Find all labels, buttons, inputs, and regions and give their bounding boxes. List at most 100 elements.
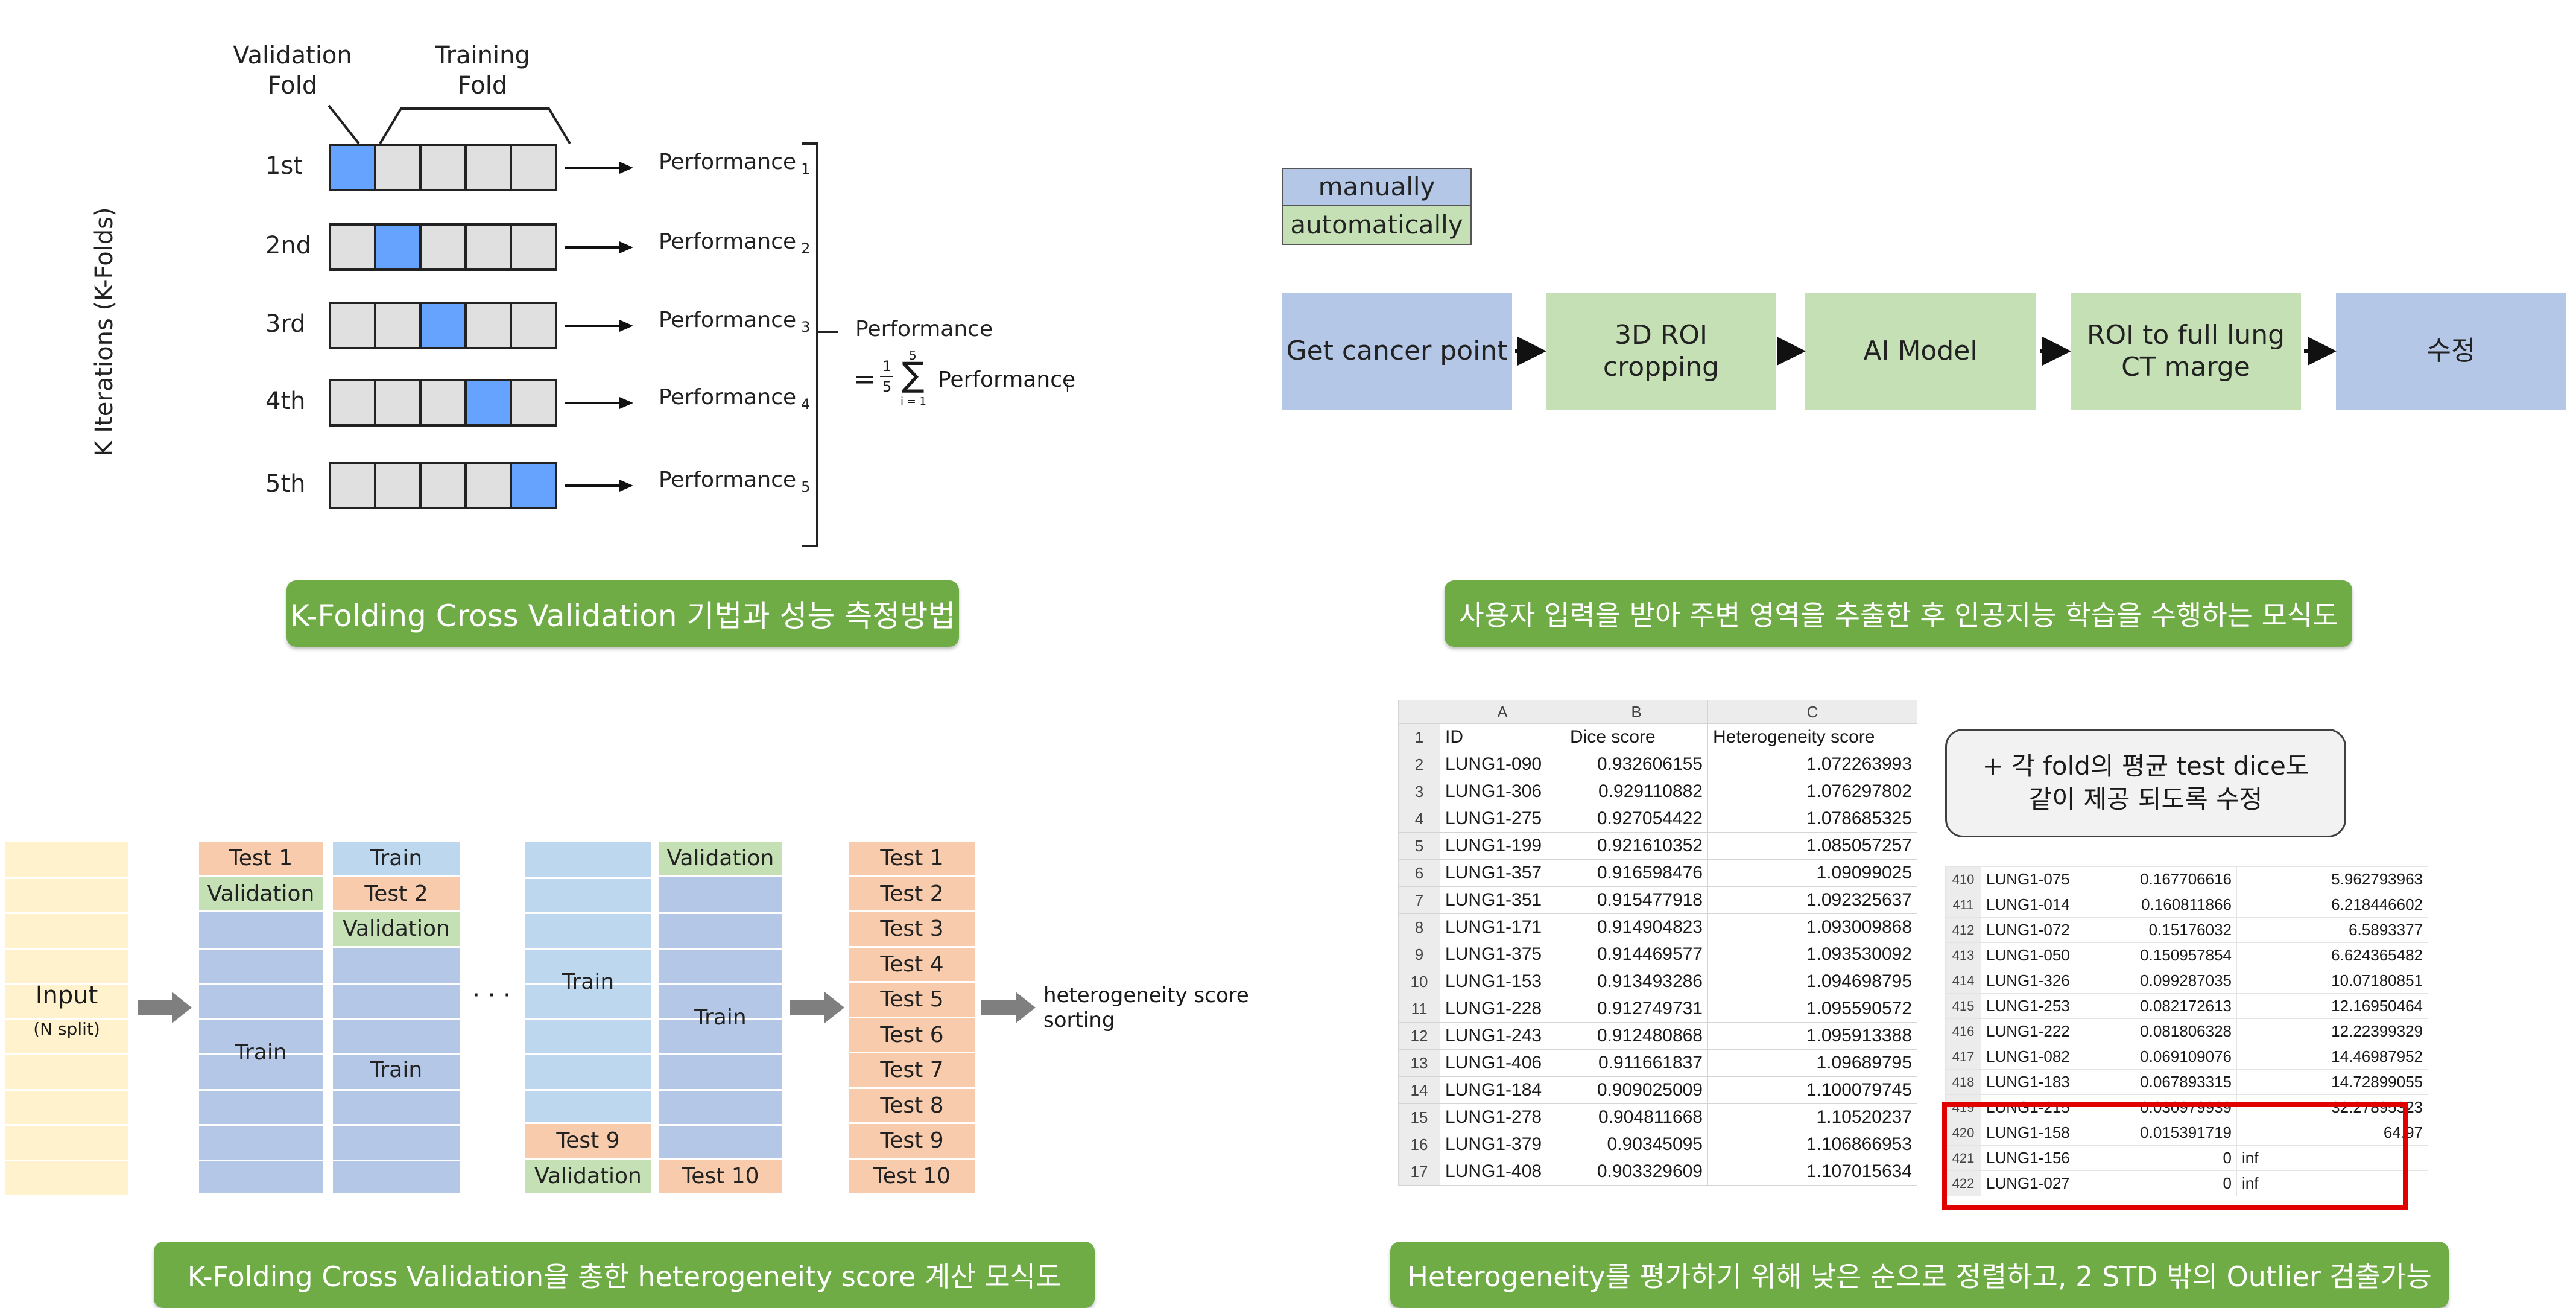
kfold-caption: K-Folding Cross Validation 기법과 성능 측정방법 [286, 580, 959, 647]
iteration-arrow [565, 480, 633, 492]
table-cell: 0.911661837 [1565, 1049, 1708, 1077]
table-cell: LUNG1-406 [1440, 1049, 1565, 1077]
table-cell: 1.078685325 [1707, 805, 1917, 833]
train-cell: Train [333, 947, 460, 1195]
table-cell: 0.915477918 [1565, 886, 1708, 914]
cell-label: Train [235, 1040, 287, 1065]
validation-fold-cell [510, 462, 557, 509]
table-cell: 1.093530092 [1707, 941, 1917, 968]
table-cell: 12.16950464 [2236, 993, 2428, 1019]
input-row-divider [5, 912, 128, 914]
training-fold-cell [510, 223, 557, 271]
row-number: 413 [1945, 942, 1981, 968]
row-divider [659, 1053, 782, 1055]
training-fold-cell [419, 379, 467, 427]
cell-label: Train [694, 1005, 747, 1030]
table-cell: 12.22399329 [2236, 1018, 2428, 1044]
input-label: Input [35, 982, 98, 1009]
row-divider [199, 1018, 323, 1020]
training-fold-cell [374, 302, 422, 349]
table-cell: 0.030979939 [2106, 1094, 2237, 1120]
table-cell: 0.90345095 [1565, 1131, 1708, 1158]
table-cell: LUNG1-184 [1440, 1076, 1565, 1104]
row-number: 417 [1945, 1044, 1981, 1070]
table-cell: LUNG1-215 [1981, 1094, 2106, 1120]
training-fold-cell [374, 462, 422, 509]
step-modify: 수정 [2336, 293, 2566, 410]
note-box: + 각 fold의 평균 test dice도 같이 제공 되도록 수정 [1945, 729, 2346, 837]
validation-cell: Validation [333, 912, 460, 948]
iteration-arrow [565, 162, 633, 174]
row-divider [333, 1088, 460, 1091]
table-cell: 6.5893377 [2236, 917, 2428, 943]
row-divider [199, 1124, 323, 1126]
table-cell: LUNG1-075 [1981, 866, 2106, 892]
iteration-arrow [565, 320, 633, 332]
iteration-label: 1st [265, 152, 303, 180]
input-row-divider [5, 1088, 128, 1091]
table-cell: 1.100079745 [1707, 1076, 1917, 1104]
table-cell: 0.081806328 [2106, 1018, 2237, 1044]
row-number: 411 [1945, 892, 1981, 918]
flow-caption: 사용자 입력을 받아 주변 영역을 추출한 후 인공지능 학습을 수행하는 모식… [1445, 580, 2352, 647]
table-cell: LUNG1-408 [1440, 1158, 1565, 1186]
table-cell: 0.927054422 [1565, 805, 1708, 833]
step-ai-model: AI Model [1805, 293, 2036, 410]
validation-cell: Validation [199, 877, 323, 912]
input-row-divider [5, 1124, 128, 1126]
validation-cell: Validation [525, 1159, 651, 1195]
row-divider [525, 877, 651, 879]
formula-sigma-top: 5 [909, 348, 917, 363]
input-row-divider [5, 1053, 128, 1055]
table-cell: LUNG1-072 [1981, 917, 2106, 943]
validation-fold-cell [374, 223, 422, 271]
table-cell: LUNG1-090 [1440, 751, 1565, 778]
training-fold-label: Training Fold [435, 42, 530, 100]
validation-fold-label: Validation Fold [233, 42, 352, 100]
row-number: 4 [1398, 805, 1440, 833]
table-cell: LUNG1-243 [1440, 1022, 1565, 1050]
formula-fraction-num: 1 [882, 358, 892, 375]
table-cell: 0.914469577 [1565, 941, 1708, 968]
training-fold-cell [510, 144, 557, 191]
training-fold-cell [464, 302, 512, 349]
training-fold-cell [374, 379, 422, 427]
table-cell: 14.72899055 [2236, 1069, 2428, 1095]
table-cell: inf [2236, 1145, 2428, 1171]
table-cell: LUNG1-027 [1981, 1170, 2106, 1196]
header-cell: ID [1440, 723, 1565, 751]
input-row-divider [5, 1159, 128, 1161]
k-iterations-axis-label: K Iterations (K-Folds) [90, 207, 118, 457]
row-number: 421 [1945, 1145, 1981, 1171]
training-fold-cell [419, 223, 467, 271]
row-number: 416 [1945, 1018, 1981, 1044]
sheet-caption: Heterogeneity를 평가하기 위해 낮은 순으로 정렬하고, 2 ST… [1390, 1242, 2449, 1308]
kfold-connectors [328, 104, 838, 547]
table-cell: 0.15176032 [2106, 917, 2237, 943]
table-cell: 0.912749731 [1565, 995, 1708, 1023]
table-cell: 1.095590572 [1707, 995, 1917, 1023]
table-cell: 0.160811866 [2106, 892, 2237, 918]
row-number: 15 [1398, 1103, 1440, 1131]
performance-index: 1 [801, 160, 811, 178]
table-cell: 1.106866953 [1707, 1131, 1917, 1158]
test-result-cell: Test 2 [849, 877, 975, 912]
row-divider [659, 1088, 782, 1091]
training-fold-cell [329, 462, 376, 509]
train-cell: Train [525, 842, 651, 1124]
table-cell: 0.069109076 [2106, 1044, 2237, 1070]
row-number: 7 [1398, 886, 1440, 914]
row-number: 8 [1398, 913, 1440, 941]
cell-label: Train [370, 1058, 423, 1083]
